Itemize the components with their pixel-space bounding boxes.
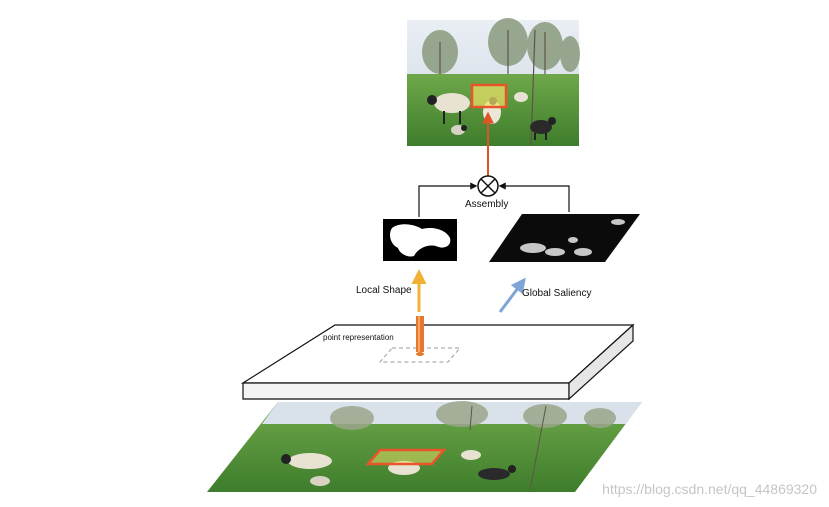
input-image <box>207 401 642 492</box>
feature-slab <box>240 323 635 401</box>
point-representation-label: point representation <box>323 333 394 342</box>
local-shape-label: Local Shape <box>356 285 412 296</box>
global-saliency-map <box>489 214 640 262</box>
global-saliency-arrow <box>498 277 526 313</box>
local-to-assembly-connector <box>418 182 478 217</box>
circled-x-icon <box>477 175 499 197</box>
source-watermark: https://blog.csdn.net/qq_44869320 <box>602 481 817 497</box>
assembly-label: Assembly <box>465 199 509 210</box>
local-shape-mask <box>383 219 457 261</box>
point-representation-marker <box>378 316 462 363</box>
global-to-assembly-connector <box>498 182 570 212</box>
global-saliency-label: Global Saliency <box>522 288 592 299</box>
output-image <box>407 18 580 147</box>
input-highlight-box <box>365 448 447 466</box>
output-highlight-box <box>470 83 508 109</box>
